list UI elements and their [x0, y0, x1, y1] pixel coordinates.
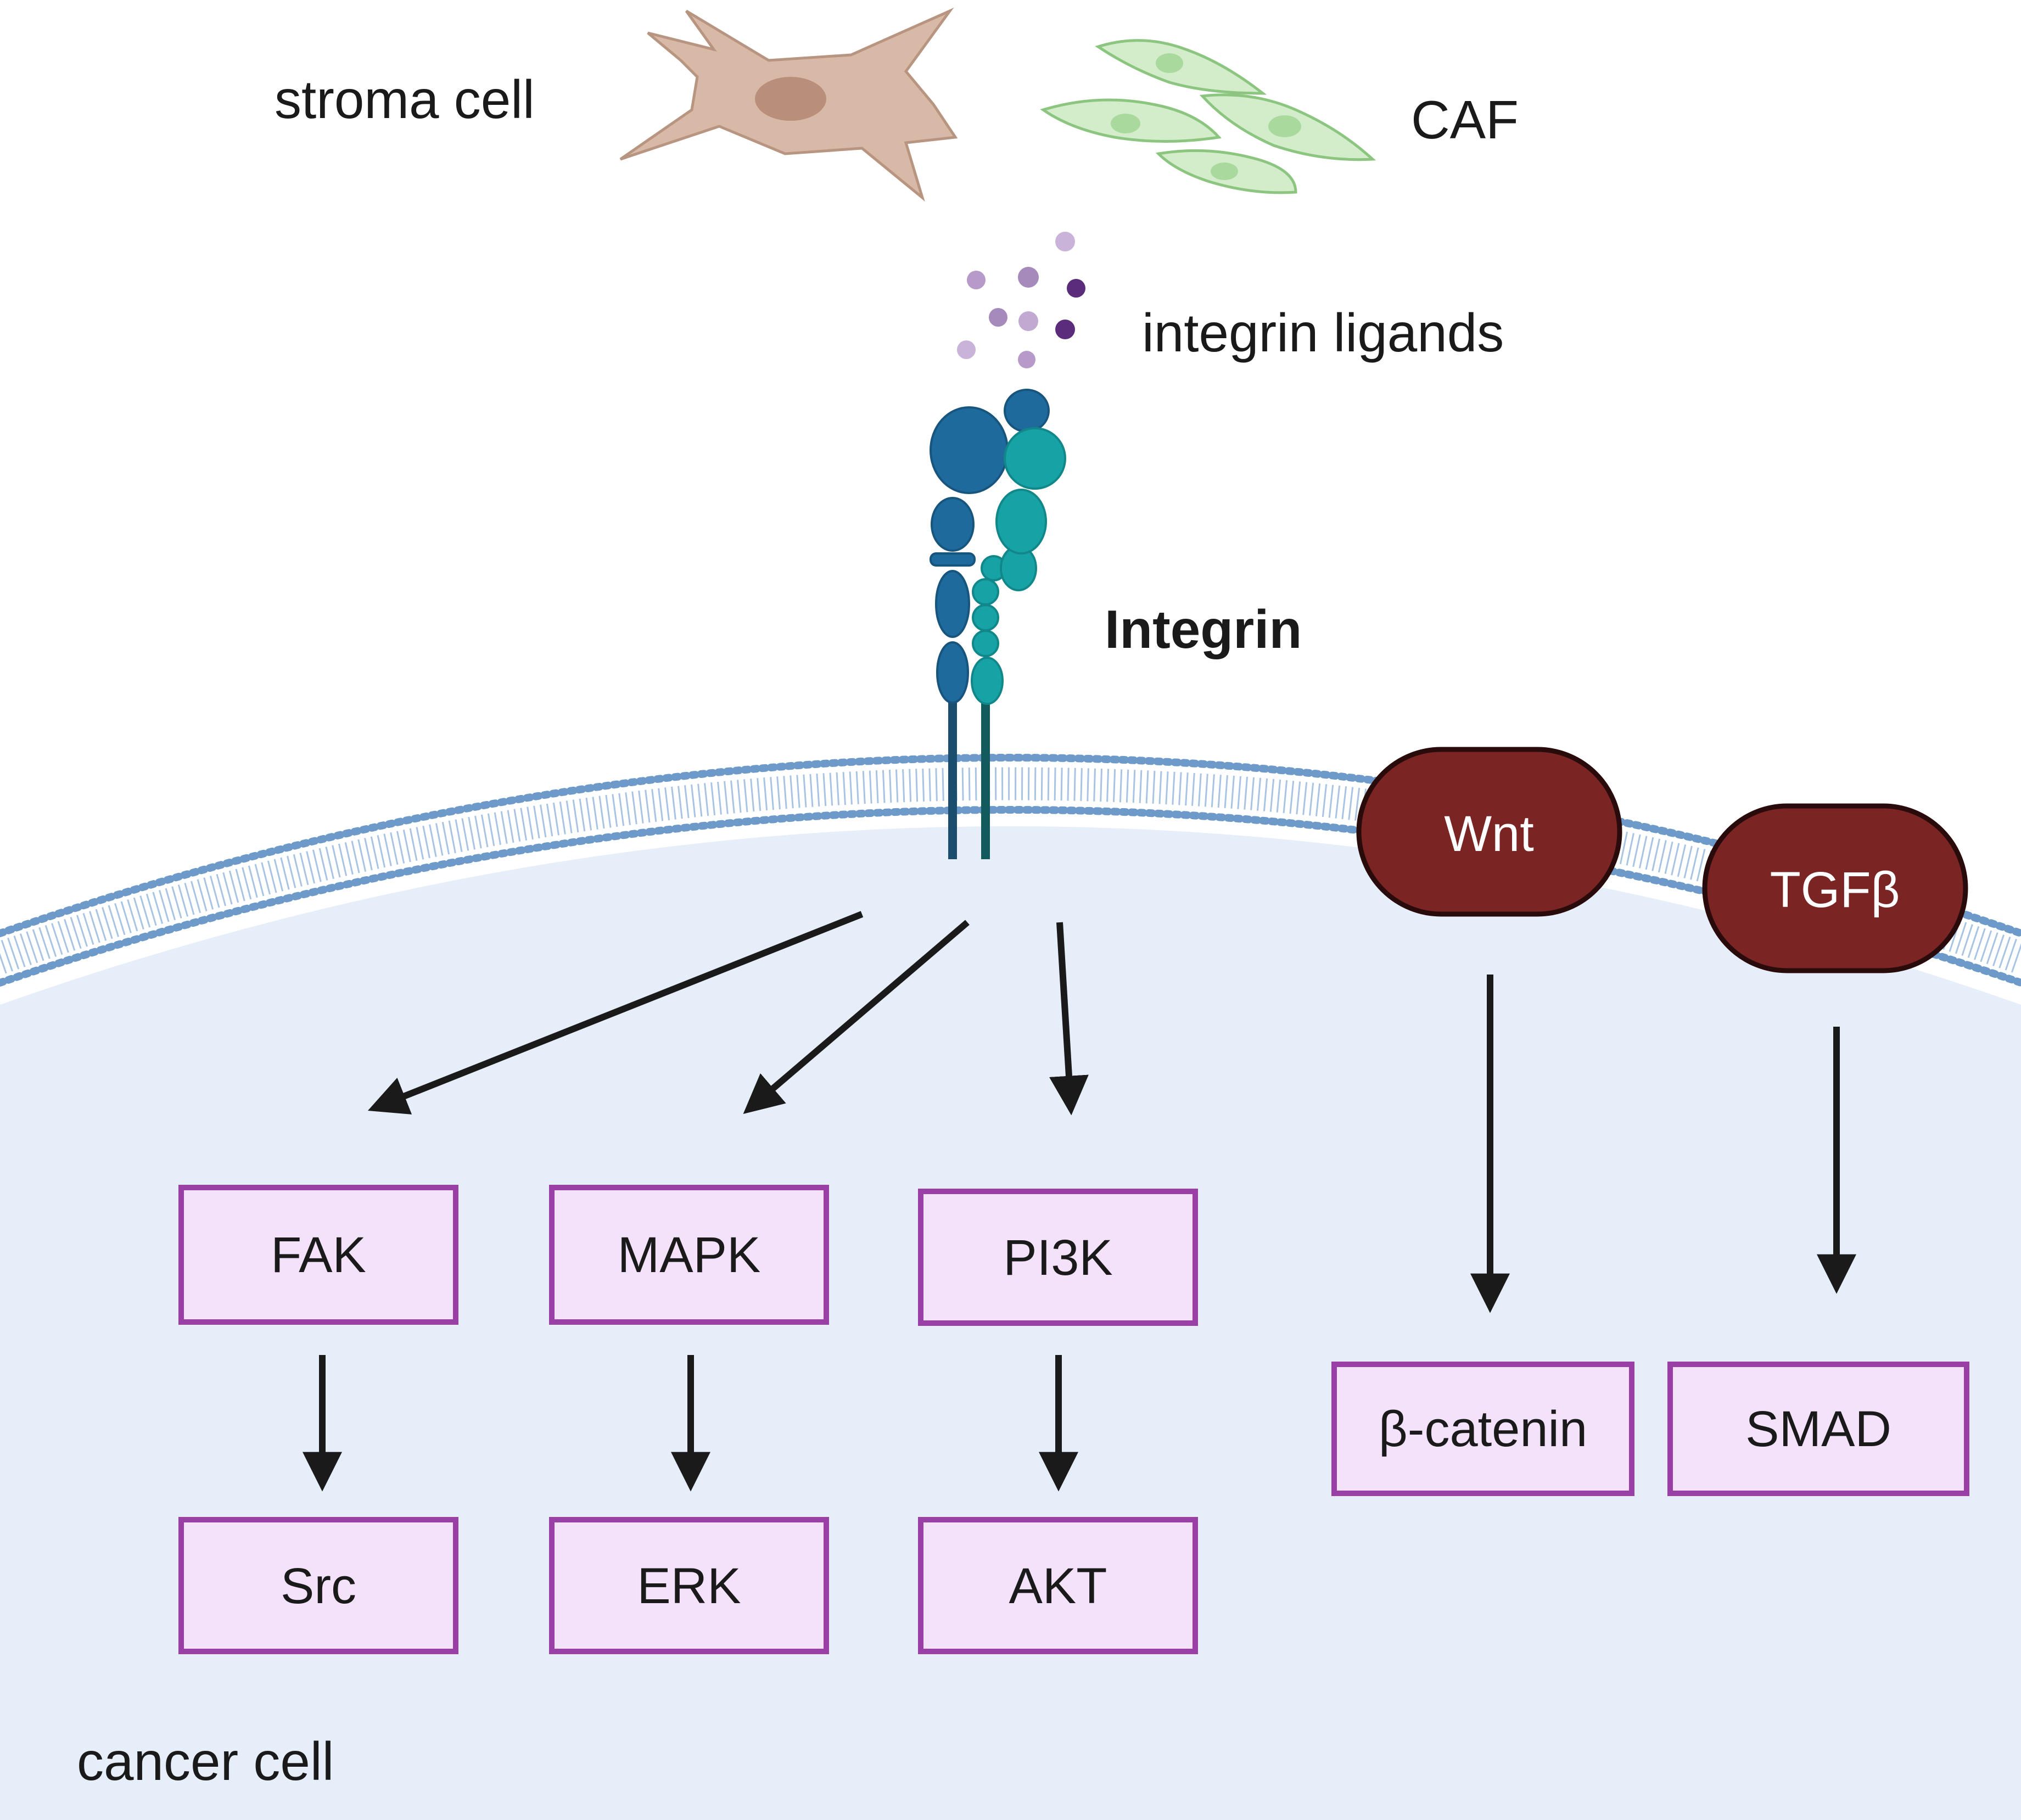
- mapk-box: MAPK: [549, 1185, 829, 1325]
- smad-box: SMAD: [1667, 1362, 1969, 1496]
- mapk-label: MAPK: [618, 1227, 761, 1283]
- wnt-receptor: Wnt: [1356, 747, 1622, 917]
- integrin-ligands-label: integrin ligands: [1142, 303, 1504, 363]
- erk-box: ERK: [549, 1517, 829, 1654]
- integrin-receptor-illustration: [930, 389, 1066, 859]
- arrows: [303, 911, 1856, 1492]
- fak-box: FAK: [178, 1185, 458, 1325]
- cancer-cell-label: cancer cell: [77, 1731, 334, 1791]
- akt-box: AKT: [918, 1517, 1198, 1654]
- smad-label: SMAD: [1745, 1401, 1891, 1457]
- src-label: Src: [281, 1558, 356, 1614]
- wnt-label: Wnt: [1444, 806, 1534, 862]
- beta-catenin-box: β-catenin: [1331, 1362, 1634, 1496]
- stroma-cell-label: stroma cell: [275, 69, 535, 130]
- beta-catenin-label: β-catenin: [1379, 1401, 1587, 1457]
- arrow-integrin-to-mapk: [743, 920, 970, 1115]
- akt-label: AKT: [1009, 1558, 1107, 1614]
- arrow-integrin-to-pi3k: [1049, 922, 1089, 1116]
- tgfb-receptor: TGFβ: [1702, 803, 1968, 973]
- caf-label: CAF: [1411, 89, 1519, 150]
- pi3k-box: PI3K: [918, 1189, 1198, 1326]
- src-box: Src: [178, 1517, 458, 1654]
- fak-label: FAK: [271, 1227, 366, 1283]
- erk-label: ERK: [637, 1558, 741, 1614]
- caf-illustration: [1040, 39, 1376, 194]
- integrin-ligand-dots: [957, 232, 1085, 368]
- pi3k-label: PI3K: [1003, 1230, 1112, 1286]
- tgfb-label: TGFβ: [1770, 862, 1900, 918]
- stroma-cell-illustration: [619, 7, 958, 202]
- arrow-integrin-to-fak: [367, 911, 864, 1115]
- integrin-label: Integrin: [1105, 599, 1302, 659]
